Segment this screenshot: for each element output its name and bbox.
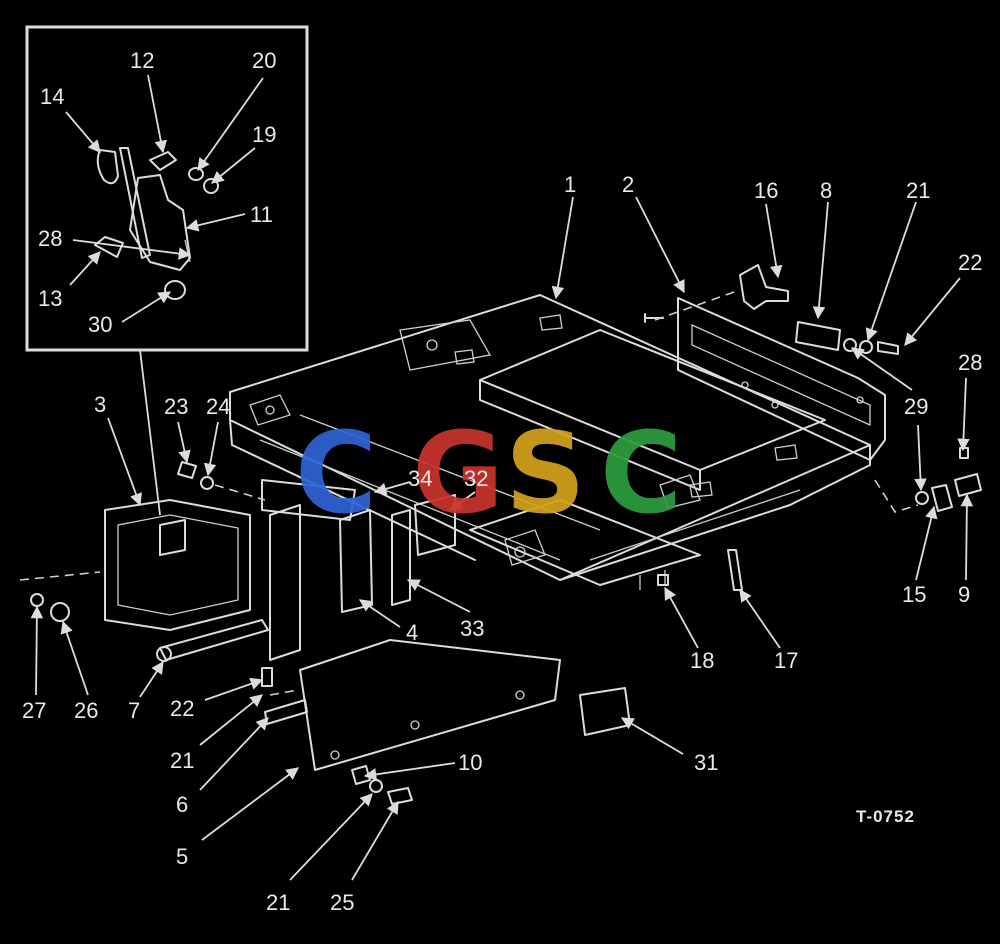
- callout-17: 17: [774, 648, 798, 673]
- callout-21b: 21: [170, 748, 194, 773]
- leader-lines: [30, 74, 974, 881]
- callout-32: 32: [464, 466, 488, 491]
- callout-27: 27: [22, 698, 46, 723]
- watermark-letter-3: S: [505, 409, 586, 539]
- callout-22a: 22: [958, 250, 982, 275]
- left-end-assemblies: [30, 461, 631, 805]
- callout-10: 10: [458, 750, 482, 775]
- callout-3: 3: [94, 392, 106, 417]
- callout-33: 33: [460, 616, 484, 641]
- callout-5: 5: [176, 844, 188, 869]
- watermark-letter-2: G: [412, 409, 504, 539]
- callout-25: 25: [330, 890, 354, 915]
- callout-labels: 1 2 3 4 5 6 7 8 9 10 11 12 13 14 15 16 1…: [22, 48, 982, 915]
- figure-id: T-0752: [856, 807, 915, 826]
- callout-12: 12: [130, 48, 154, 73]
- watermark: C G S C: [295, 409, 682, 539]
- callout-9: 9: [958, 582, 970, 607]
- callout-26: 26: [74, 698, 98, 723]
- callout-31: 31: [694, 750, 718, 775]
- callout-29: 29: [904, 394, 928, 419]
- callout-15: 15: [902, 582, 926, 607]
- callout-6: 6: [176, 792, 188, 817]
- inset-latch-assembly: [94, 147, 219, 300]
- callout-21a: 21: [906, 178, 930, 203]
- side-wall-panel: [677, 297, 886, 461]
- callout-34: 34: [408, 466, 432, 491]
- callout-11: 11: [250, 202, 273, 227]
- callout-22b: 22: [170, 696, 194, 721]
- callout-2: 2: [622, 172, 634, 197]
- callout-24: 24: [206, 394, 230, 419]
- callout-14: 14: [40, 84, 64, 109]
- inset-detail-frame: [25, 25, 309, 352]
- watermark-letter-4: C: [600, 409, 682, 539]
- callout-4: 4: [406, 620, 418, 645]
- callout-16: 16: [754, 178, 778, 203]
- callout-13: 13: [38, 286, 62, 311]
- callout-8: 8: [820, 178, 832, 203]
- callout-28a: 28: [958, 350, 982, 375]
- callout-23: 23: [164, 394, 188, 419]
- callout-1: 1: [564, 172, 576, 197]
- watermark-letter-1: C: [295, 409, 377, 539]
- callout-28b: 28: [38, 226, 62, 251]
- callout-20: 20: [252, 48, 276, 73]
- callout-18: 18: [690, 648, 714, 673]
- callout-30: 30: [88, 312, 112, 337]
- callout-7: 7: [128, 698, 140, 723]
- right-hardware: [644, 264, 982, 591]
- callout-21c: 21: [266, 890, 290, 915]
- main-floor-frame: [229, 294, 871, 590]
- callout-19: 19: [252, 122, 276, 147]
